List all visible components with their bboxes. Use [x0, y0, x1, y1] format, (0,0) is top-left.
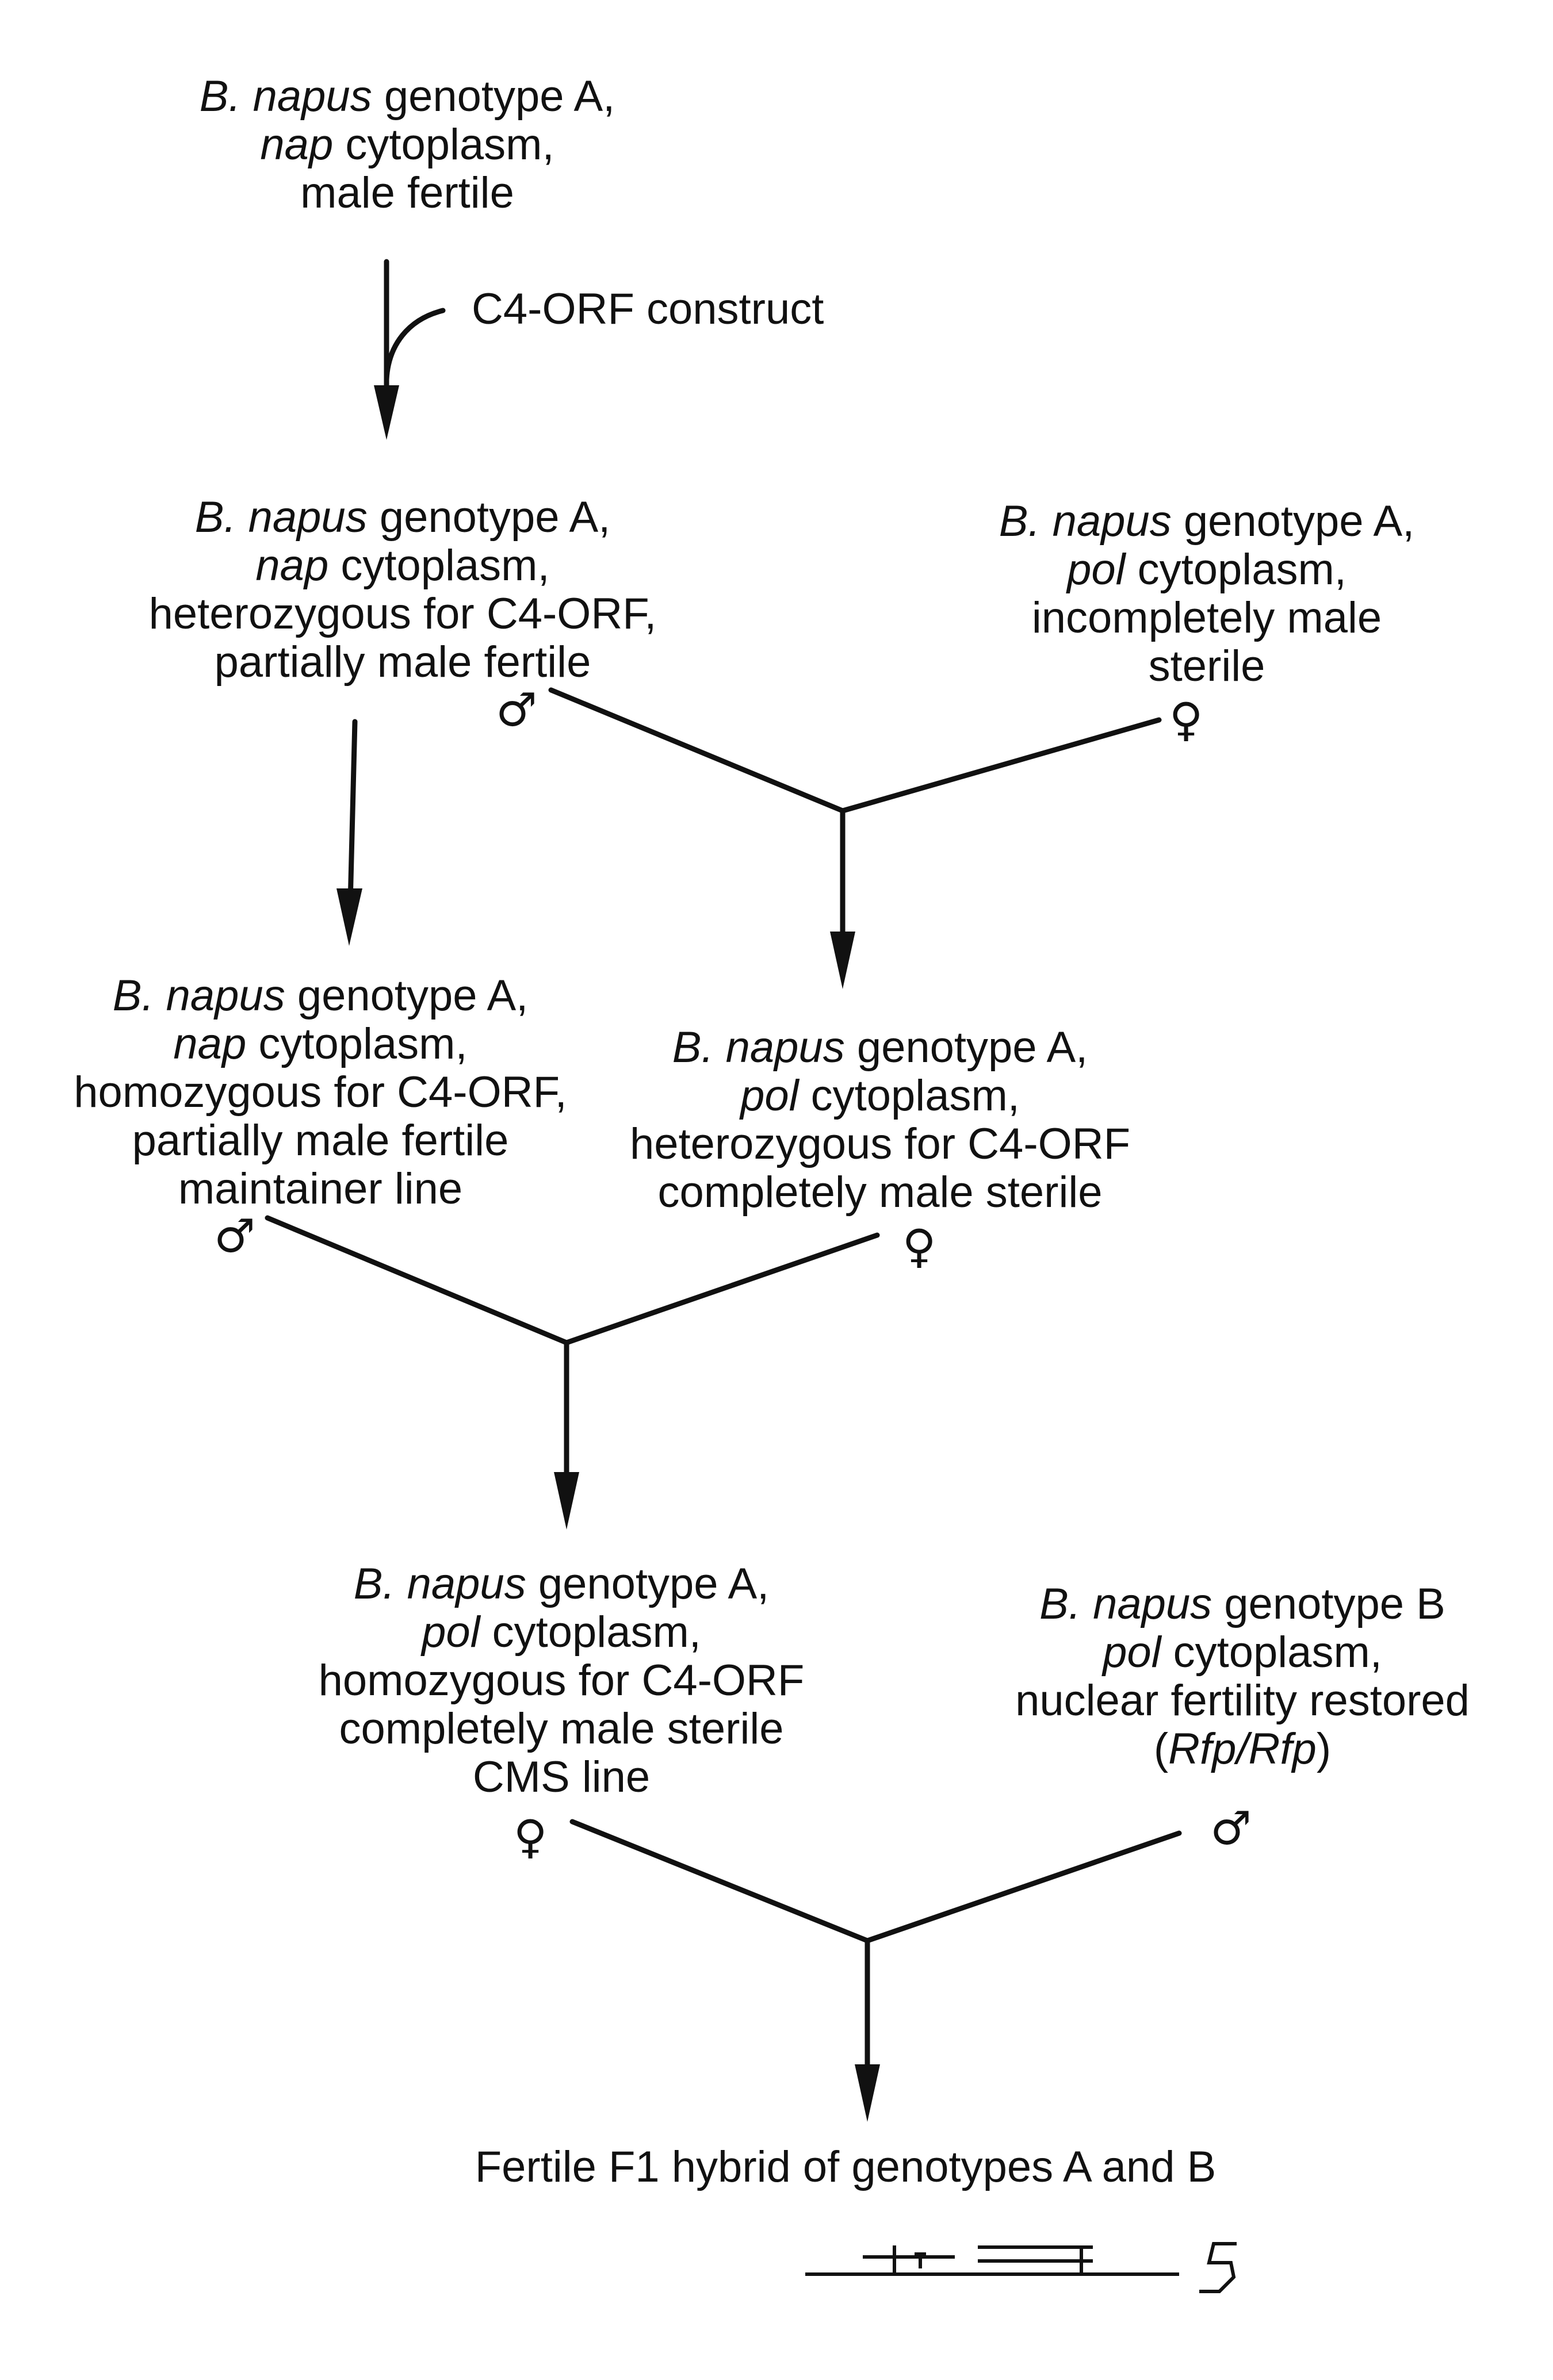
cytoplasm-text: cytoplasm, — [480, 1608, 701, 1657]
cross3-left-line — [569, 1819, 870, 1944]
fertility-text-cont: sterile — [1148, 642, 1265, 691]
cytoplasm-text: cytoplasm, — [1125, 545, 1347, 594]
cytoplasm-text: cytoplasm, — [798, 1071, 1020, 1120]
fertility-text: completely male sterile — [657, 1168, 1103, 1217]
cytoplasm-type: pol — [422, 1608, 480, 1657]
node-pol-heterozygous-sterile: B. napus genotype A, pol cytoplasm, hete… — [630, 1024, 1130, 1217]
species-name: B. napus — [1039, 1580, 1212, 1628]
fertility-text: partially male fertile — [132, 1116, 509, 1165]
species-name: B. napus — [353, 1559, 526, 1608]
figure-label-mark — [805, 2242, 1237, 2293]
hybrid-text: Fertile F1 hybrid of genotypes A and B — [475, 2143, 1217, 2191]
cross1-left-line — [548, 687, 846, 814]
arrowhead-selfing — [336, 888, 362, 946]
node-pol-incompletely-sterile: B. napus genotype A, pol cytoplasm, inco… — [999, 497, 1415, 691]
arrowhead-cross2 — [554, 1472, 579, 1530]
male-symbol: ♂ — [214, 1209, 255, 1263]
cytoplasm-type: nap — [255, 541, 329, 590]
arrowhead-cross3 — [855, 2064, 880, 2122]
paren-close: ) — [1316, 1724, 1332, 1773]
cross1-right-line — [840, 717, 1162, 814]
cross2-right-line — [564, 1232, 880, 1346]
cytoplasm-text: cytoplasm, — [1161, 1628, 1382, 1677]
cytoplasm-type: nap — [173, 1020, 247, 1068]
node-f1-hybrid: Fertile F1 hybrid of genotypes A and B — [475, 2143, 1217, 2191]
line-type-text: maintainer line — [178, 1164, 463, 1213]
fertility-text: completely male sterile — [339, 1704, 784, 1753]
cytoplasm-text: cytoplasm, — [246, 1020, 468, 1068]
cytoplasm-type: pol — [1067, 545, 1126, 594]
restoration-text: nuclear fertility restored — [1015, 1676, 1470, 1725]
cytoplasm-type: pol — [740, 1071, 799, 1120]
arrowhead-cross1 — [830, 932, 855, 989]
paren-open: ( — [1153, 1724, 1169, 1773]
zygosity-text: heterozygous for C4-ORF — [629, 1120, 1131, 1168]
node-restorer-line: B. napus genotype B pol cytoplasm, nucle… — [1015, 1580, 1470, 1773]
male-symbol: ♂ — [496, 683, 537, 737]
node-parent-nap-fertile: B. napus genotype A, nap cytoplasm, male… — [200, 72, 615, 217]
genotype-text: genotype A, — [372, 72, 615, 121]
species-name: B. napus — [672, 1023, 845, 1072]
cytoplasm-text: cytoplasm, — [333, 120, 554, 169]
cross3-right-line — [865, 1830, 1182, 1944]
fertility-text: male fertile — [300, 168, 514, 217]
genotype-text: genotype A, — [526, 1559, 770, 1608]
female-symbol: ♀ — [513, 1810, 548, 1864]
zygosity-text: homozygous for C4-ORF, — [74, 1068, 567, 1117]
male-symbol: ♂ — [1210, 1802, 1252, 1855]
fertility-text: incompletely male — [1031, 593, 1382, 642]
cross2-left-line — [265, 1215, 569, 1346]
construct-hook-line — [384, 308, 446, 382]
cytoplasm-type: pol — [1103, 1628, 1161, 1677]
zygosity-text: homozygous for C4-ORF — [318, 1656, 805, 1705]
genotype-text: genotype A, — [285, 971, 529, 1020]
cytoplasm-type: nap — [260, 120, 334, 169]
species-name: B. napus — [999, 497, 1172, 546]
species-name: B. napus — [112, 971, 285, 1020]
node-maintainer-line: B. napus genotype A, nap cytoplasm, homo… — [74, 972, 567, 1213]
female-symbol: ♀ — [1169, 693, 1203, 746]
species-name: B. napus — [199, 72, 372, 121]
node-cms-line: B. napus genotype A, pol cytoplasm, homo… — [319, 1560, 805, 1802]
fertility-text: partially male fertile — [214, 638, 591, 687]
genotype-text: genotype A, — [844, 1023, 1088, 1072]
construct-label: C4-ORF construct — [472, 285, 824, 334]
zygosity-text: heterozygous for C4-ORF, — [148, 589, 657, 638]
species-name: B. napus — [194, 493, 368, 542]
female-symbol: ♀ — [902, 1220, 936, 1273]
line-type-text: CMS line — [472, 1753, 651, 1802]
arrowhead-transform — [374, 385, 399, 440]
genotype-text: genotype A, — [1171, 497, 1415, 546]
cytoplasm-text: cytoplasm, — [328, 541, 550, 590]
node-nap-heterozygous: B. napus genotype A, nap cytoplasm, hete… — [149, 493, 657, 687]
restorer-genotype: Rfp/Rfp — [1168, 1724, 1317, 1773]
genotype-text: genotype A, — [367, 493, 611, 542]
genotype-text: genotype B — [1212, 1580, 1445, 1628]
